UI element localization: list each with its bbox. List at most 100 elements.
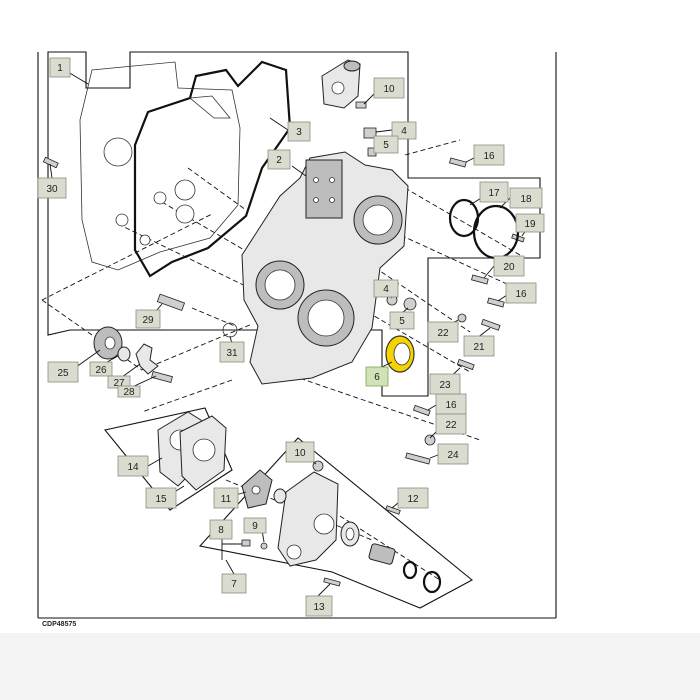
callout-22-top: 22	[427, 321, 459, 343]
bolt-23	[456, 358, 475, 371]
bolt-20	[471, 274, 489, 285]
callout-6: 6	[365, 366, 389, 387]
svg-text:29: 29	[142, 315, 154, 326]
bolt-13	[323, 577, 341, 587]
timing-cover-housing	[241, 151, 409, 385]
bolt-10	[355, 101, 367, 109]
breather-housing	[321, 59, 361, 109]
callout-1: 1	[49, 57, 71, 78]
svg-text:24: 24	[447, 450, 459, 461]
svg-text:27: 27	[113, 378, 125, 389]
svg-text:1: 1	[57, 63, 63, 74]
callout-28: 28	[117, 385, 141, 398]
region-outline-pump	[198, 437, 473, 609]
svg-text:11: 11	[221, 494, 232, 505]
svg-text:21: 21	[473, 342, 485, 353]
callout-16-mid: 16	[505, 282, 537, 304]
callout-11: 11	[213, 487, 239, 509]
callout-25: 25	[47, 361, 79, 383]
nut-22-top	[457, 313, 467, 323]
fasteners	[42, 101, 525, 587]
callout-20: 20	[493, 255, 525, 277]
callout-4-top: 4	[391, 121, 417, 140]
callout-23: 23	[429, 373, 461, 395]
callout-21: 21	[463, 335, 495, 357]
callout-3: 3	[287, 121, 311, 142]
svg-text:20: 20	[503, 262, 515, 273]
svg-text:15: 15	[155, 494, 167, 505]
svg-text:3: 3	[296, 127, 302, 138]
callout-7: 7	[221, 573, 247, 594]
callout-14: 14	[117, 455, 149, 477]
callout-15: 15	[145, 487, 177, 509]
bolt-21	[480, 318, 501, 331]
fitting-5-mid	[403, 297, 417, 311]
svg-text:5: 5	[399, 316, 405, 327]
callout-10-pump: 10	[285, 441, 315, 463]
water-pump	[241, 469, 442, 594]
bolt-30	[42, 156, 59, 169]
rings-17-18	[448, 198, 520, 260]
callout-16-low: 16	[435, 393, 467, 415]
callout-31: 31	[219, 341, 245, 363]
svg-text:14: 14	[127, 462, 139, 473]
callout-2: 2	[267, 149, 291, 170]
svg-text:26: 26	[95, 365, 107, 376]
callout-18: 18	[509, 187, 543, 209]
callout-29: 29	[135, 309, 161, 329]
callout-30: 30	[37, 177, 67, 199]
gasket-1	[79, 61, 241, 271]
footer-band	[0, 633, 700, 700]
svg-text:6: 6	[374, 372, 380, 383]
svg-text:31: 31	[226, 348, 238, 359]
svg-text:19: 19	[524, 219, 536, 230]
callout-10-top: 10	[373, 77, 405, 99]
callout-16-top: 16	[473, 144, 505, 166]
svg-text:10: 10	[294, 448, 306, 459]
nut-9	[260, 542, 268, 550]
callout-22-low: 22	[435, 413, 467, 435]
callout-26: 26	[89, 361, 113, 377]
region-outline-plate	[104, 407, 233, 511]
svg-text:12: 12	[407, 494, 419, 505]
callout-17: 17	[479, 181, 509, 203]
front-seal-highlighted	[385, 335, 415, 373]
callout-labels: 1 2 3 4 4 5 5 6 7 8 9 10 10 11 12 13 14 …	[37, 57, 545, 617]
svg-text:28: 28	[123, 387, 135, 398]
svg-text:10: 10	[383, 84, 395, 95]
svg-text:16: 16	[483, 151, 495, 162]
svg-text:23: 23	[439, 380, 451, 391]
svg-text:4: 4	[383, 284, 389, 295]
callout-5-mid: 5	[389, 311, 415, 330]
fitting-4-top	[363, 127, 377, 139]
figure-border	[37, 52, 557, 619]
svg-text:25: 25	[57, 368, 69, 379]
front-plates	[157, 411, 227, 491]
svg-text:9: 9	[252, 521, 258, 532]
svg-text:22: 22	[437, 328, 449, 339]
callout-24: 24	[437, 443, 469, 465]
svg-text:8: 8	[218, 525, 224, 536]
figure-code: CDP48575	[42, 621, 76, 628]
callout-4-mid: 4	[373, 279, 399, 298]
bolt-12	[385, 505, 401, 515]
idler-assembly	[93, 293, 238, 383]
svg-text:4: 4	[401, 126, 407, 137]
nut-22-low	[424, 434, 436, 446]
svg-text:13: 13	[313, 602, 325, 613]
svg-text:18: 18	[520, 194, 532, 205]
svg-text:2: 2	[276, 155, 282, 166]
gasket-3	[133, 60, 292, 278]
svg-text:30: 30	[46, 184, 58, 195]
bolt-16-mid	[487, 297, 505, 308]
svg-text:22: 22	[445, 420, 457, 431]
callout-8: 8	[209, 519, 233, 540]
svg-text:17: 17	[488, 188, 500, 199]
callout-5-top: 5	[373, 135, 399, 154]
svg-text:16: 16	[445, 400, 457, 411]
callout-19: 19	[515, 213, 545, 233]
bolt-16-top	[449, 157, 467, 168]
callout-9: 9	[243, 517, 267, 534]
bolt-8	[241, 539, 251, 547]
